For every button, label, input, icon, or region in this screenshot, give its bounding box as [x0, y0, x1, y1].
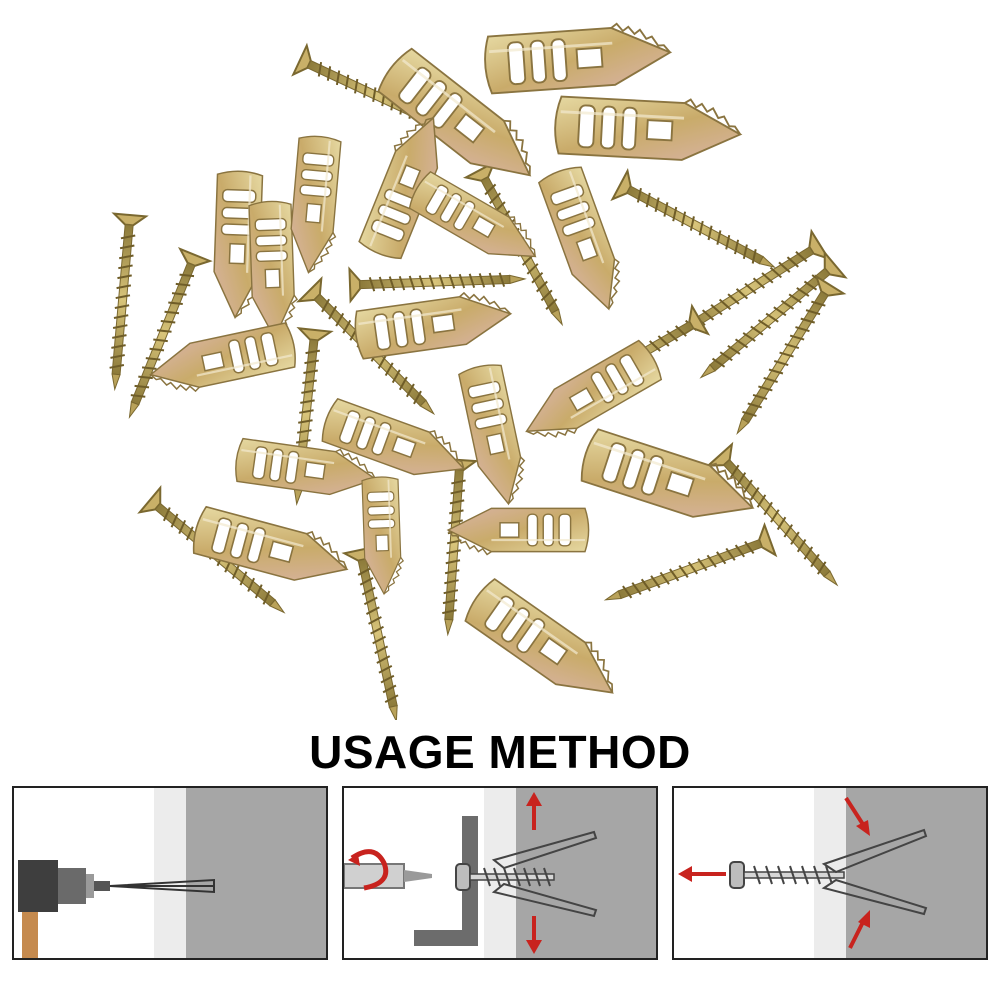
clamp-arrows-icon: [844, 796, 870, 949]
pull-arrow-icon: [678, 866, 726, 882]
board-layer: [484, 788, 516, 958]
usage-method-heading: USAGE METHOD: [309, 726, 691, 778]
hammer-icon: [18, 860, 94, 958]
wall-layer: [846, 788, 986, 958]
rotate-arrow-icon: [348, 849, 389, 891]
usage-step-1-panel: [12, 786, 328, 960]
usage-step-3-panel: [672, 786, 988, 960]
wall-layer: [186, 788, 326, 958]
board-layer: [154, 788, 186, 958]
wall-layer: [516, 788, 656, 958]
expand-arrows-icon: [526, 792, 542, 954]
screw-and-anchor-icon: [455, 830, 598, 918]
product-photo: [97, 18, 850, 720]
screw-and-anchor-icon: [729, 828, 928, 916]
anchor-icon: [94, 878, 215, 894]
usage-step-2-panel: [342, 786, 658, 960]
